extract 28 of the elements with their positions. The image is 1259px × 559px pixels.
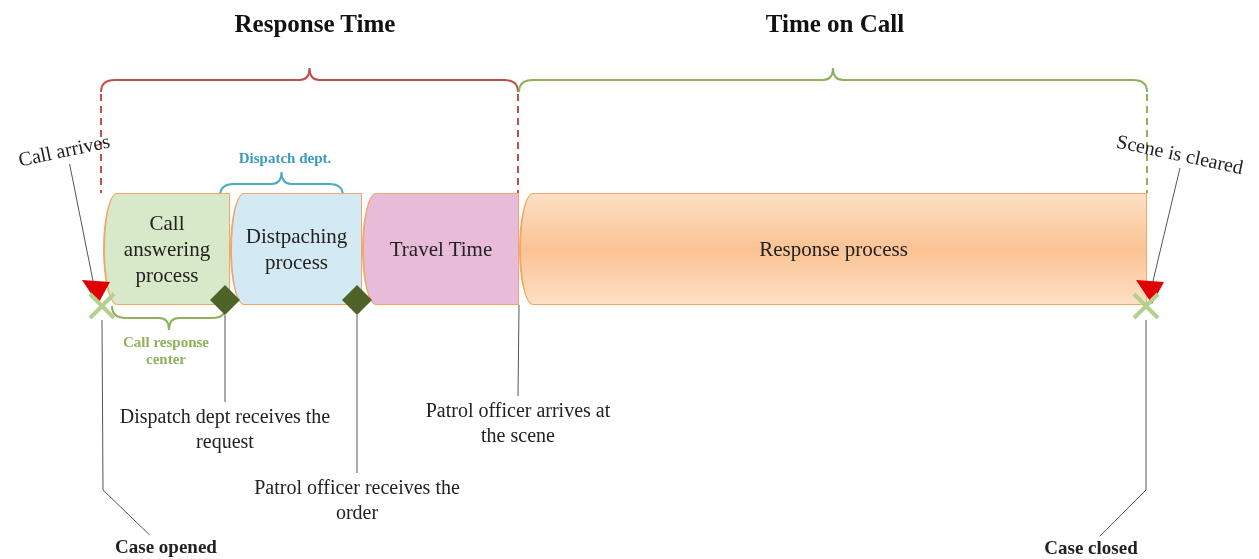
leader-line [356,314,358,474]
flag-icon [82,278,110,304]
flag-icon [1136,278,1164,304]
annotation-text: Patrol officer arrives at the scene [418,396,618,450]
bracket-label: Dispatch dept. [237,150,333,167]
leader-line [517,304,520,397]
bracket-label: Response Time [233,10,397,38]
leader-line [1099,319,1147,537]
process-segment: Distpaching process [230,193,362,305]
cross-mark-icon [88,292,116,320]
annotation-text: Case closed [1028,536,1154,559]
annotation-text: Dispatch dept receives the request [118,402,332,456]
leader-line [1152,167,1181,283]
bracket-label: Time on Call [764,10,906,38]
leader-line [101,319,151,536]
cross-mark-icon [1132,292,1160,320]
process-segment: Call answering process [103,193,230,305]
leader-line [69,163,94,283]
leader-line [224,314,226,403]
process-segment: Travel Time [362,193,519,305]
annotation-text: Patrol officer receives the order [250,473,464,527]
process-segment: Response process [519,193,1147,305]
annotation-text: Case opened [98,535,234,559]
milestone-diamond [342,285,372,315]
bracket-label: Call response center [122,334,210,368]
annotation-text: Scene is cleared [1102,124,1258,184]
annotation-text: Call arrives [6,124,122,176]
milestone-diamond [210,285,240,315]
